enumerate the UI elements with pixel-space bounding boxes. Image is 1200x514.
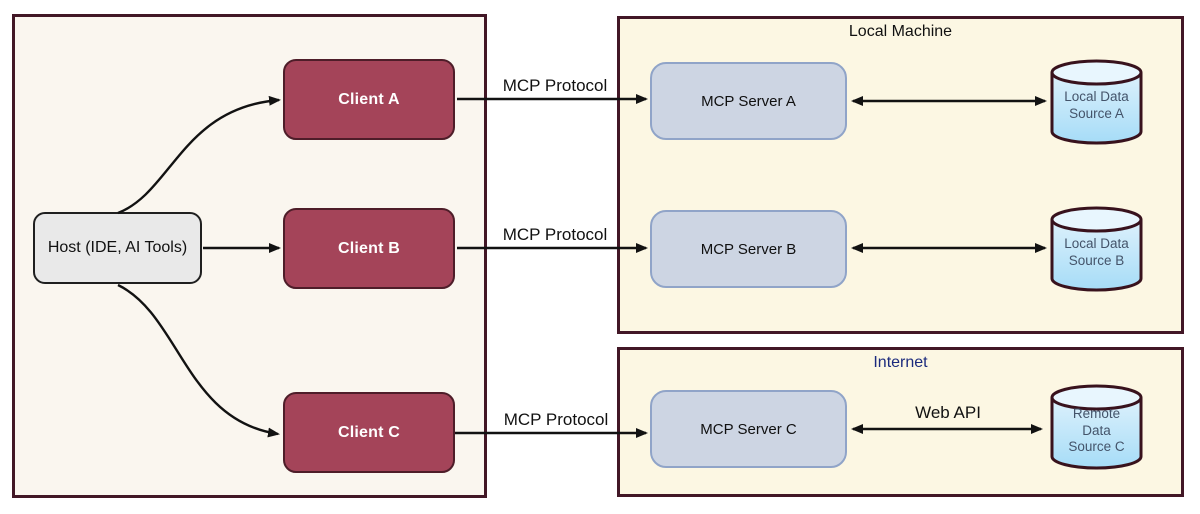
database-cylinder-icon — [1050, 59, 1143, 145]
mcp-server-a-box: MCP Server A — [650, 62, 847, 140]
mcp-server-c-box: MCP Server C — [650, 390, 847, 468]
local-machine-title: Local Machine — [848, 23, 953, 40]
mcp-server-b-box: MCP Server B — [650, 210, 847, 288]
database-cylinder-icon — [1050, 384, 1143, 470]
local-data-source-b-label: Local Data Source B — [1064, 236, 1129, 268]
remote-data-source-c-label: Remote Data Source C — [1068, 405, 1125, 455]
mcp-protocol-label-c: MCP Protocol — [503, 410, 609, 429]
mcp-protocol-label-b: MCP Protocol — [502, 225, 608, 244]
web-api-label: Web API — [915, 403, 981, 422]
local-data-source-a-label: Local Data Source A — [1064, 89, 1129, 121]
mcp-protocol-label-a: MCP Protocol — [502, 76, 608, 95]
client-b-box: Client B — [283, 208, 455, 289]
remote-data-source-c-cylinder: Remote Data Source C — [1049, 384, 1144, 470]
client-a-box: Client A — [283, 59, 455, 140]
host-box: Host (IDE, AI Tools) — [33, 212, 202, 284]
local-data-source-b-cylinder: Local Data Source B — [1049, 206, 1144, 292]
internet-title: Internet — [873, 354, 928, 371]
client-c-box: Client C — [283, 392, 455, 473]
database-cylinder-icon — [1050, 206, 1143, 292]
local-data-source-a-cylinder: Local Data Source A — [1049, 59, 1144, 145]
